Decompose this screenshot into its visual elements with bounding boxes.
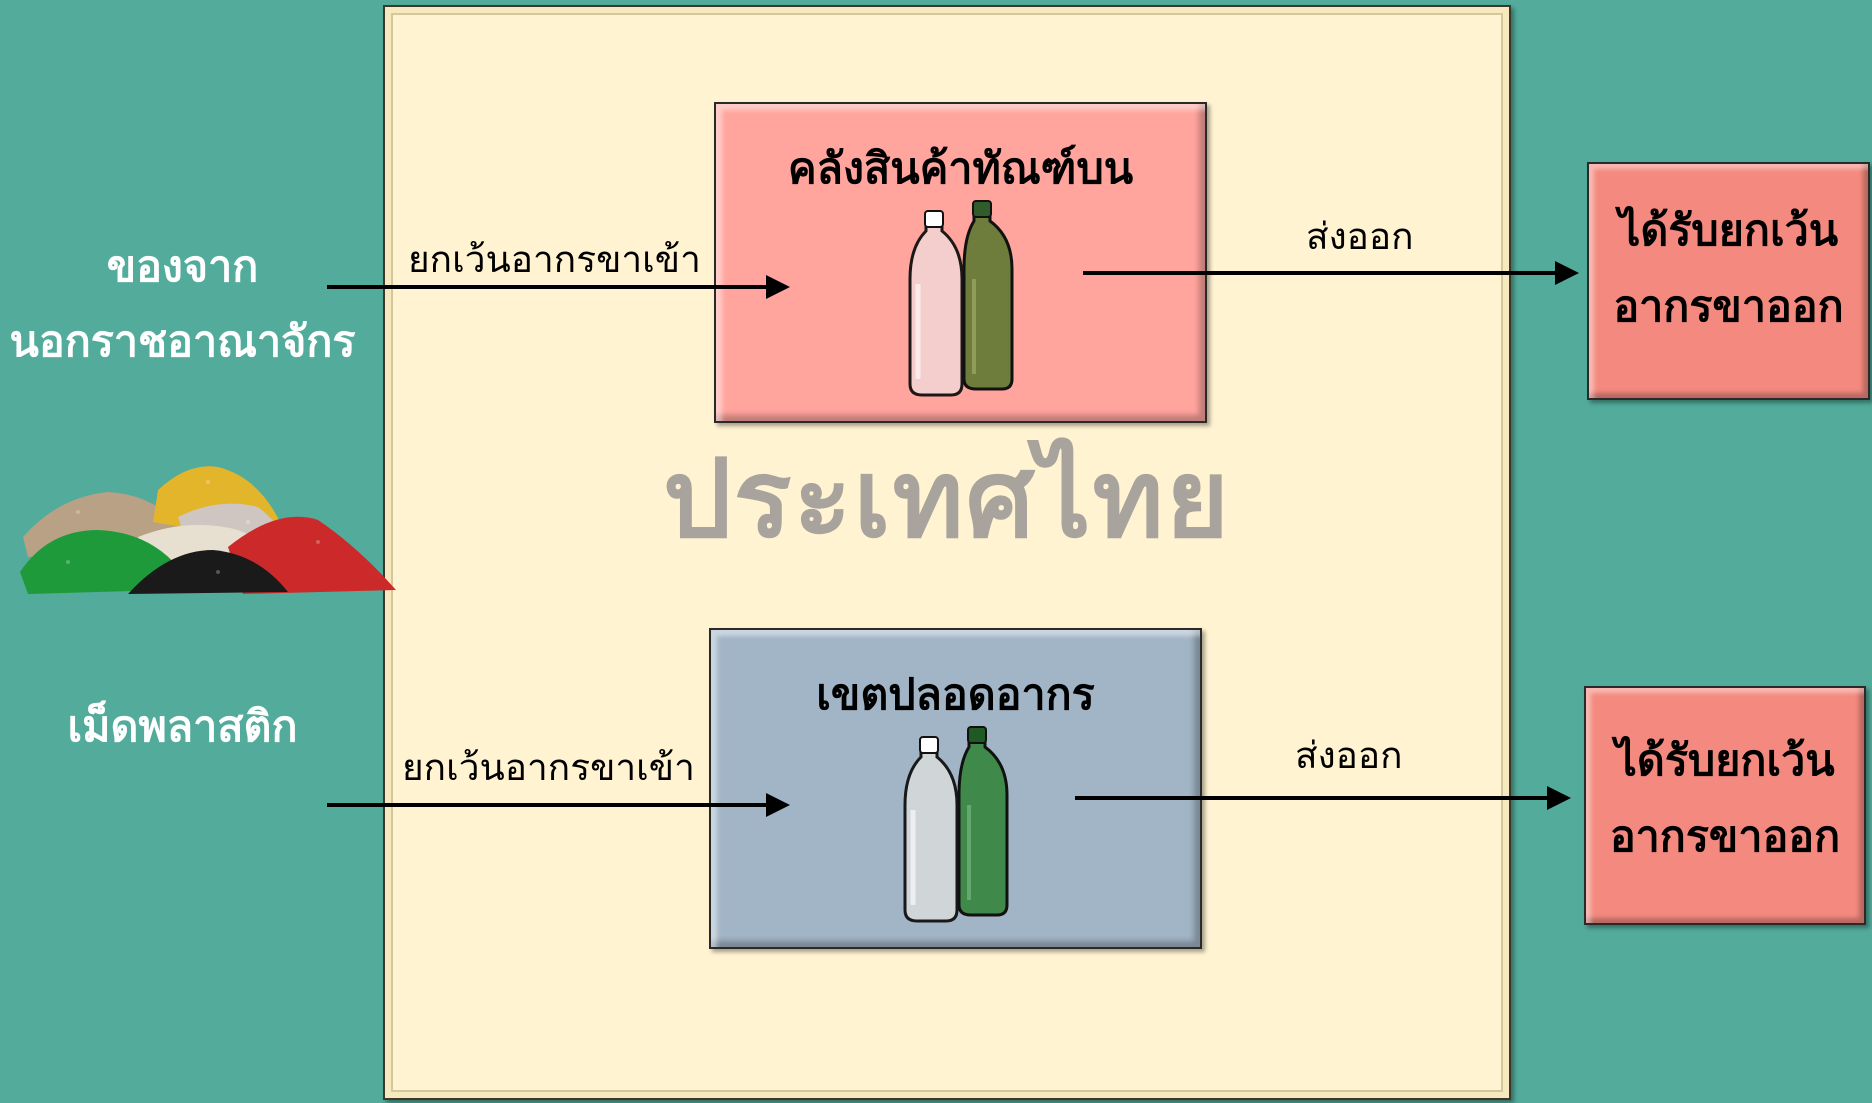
plastic-pellet-piles-icon xyxy=(20,466,396,594)
exemption-line2: อากรขาออก xyxy=(1609,813,1841,861)
exemption-line1: ได้รับยกเว้น xyxy=(1618,207,1839,255)
export-duty-exemption-box-top: ได้รับยกเว้น อากรขาออก xyxy=(1587,162,1870,400)
bonded-warehouse-title: คลังสินค้าทัณฑ์บน xyxy=(787,145,1134,193)
material-label: เม็ดพลาสติก xyxy=(67,703,298,751)
export-duty-exemption-box-bottom: ได้รับยกเว้น อากรขาออก xyxy=(1584,686,1866,925)
exemption-line1: ได้รับยกเว้น xyxy=(1615,737,1835,785)
bonded-outbound-label: ส่งออก xyxy=(1306,216,1414,257)
plastic-bottles-icon xyxy=(903,726,1009,923)
free-zone-title: เขตปลอดอากร xyxy=(816,671,1095,719)
free-zone-box: เขตปลอดอากร xyxy=(709,628,1202,949)
source-label-line1: ของจาก xyxy=(106,243,259,291)
country-label: ประเทศไทย xyxy=(662,438,1232,559)
plastic-bottles-icon xyxy=(908,200,1014,397)
exemption-line2: อากรขาออก xyxy=(1613,283,1844,331)
source-label-line2: นอกราชอาณาจักร xyxy=(9,318,356,366)
freezone-outbound-label: ส่งออก xyxy=(1295,735,1403,776)
bonded-inbound-label: ยกเว้นอากรขาเข้า xyxy=(408,239,701,280)
freezone-inbound-label: ยกเว้นอากรขาเข้า xyxy=(402,747,695,788)
bonded-warehouse-box: คลังสินค้าทัณฑ์บน xyxy=(714,102,1207,423)
